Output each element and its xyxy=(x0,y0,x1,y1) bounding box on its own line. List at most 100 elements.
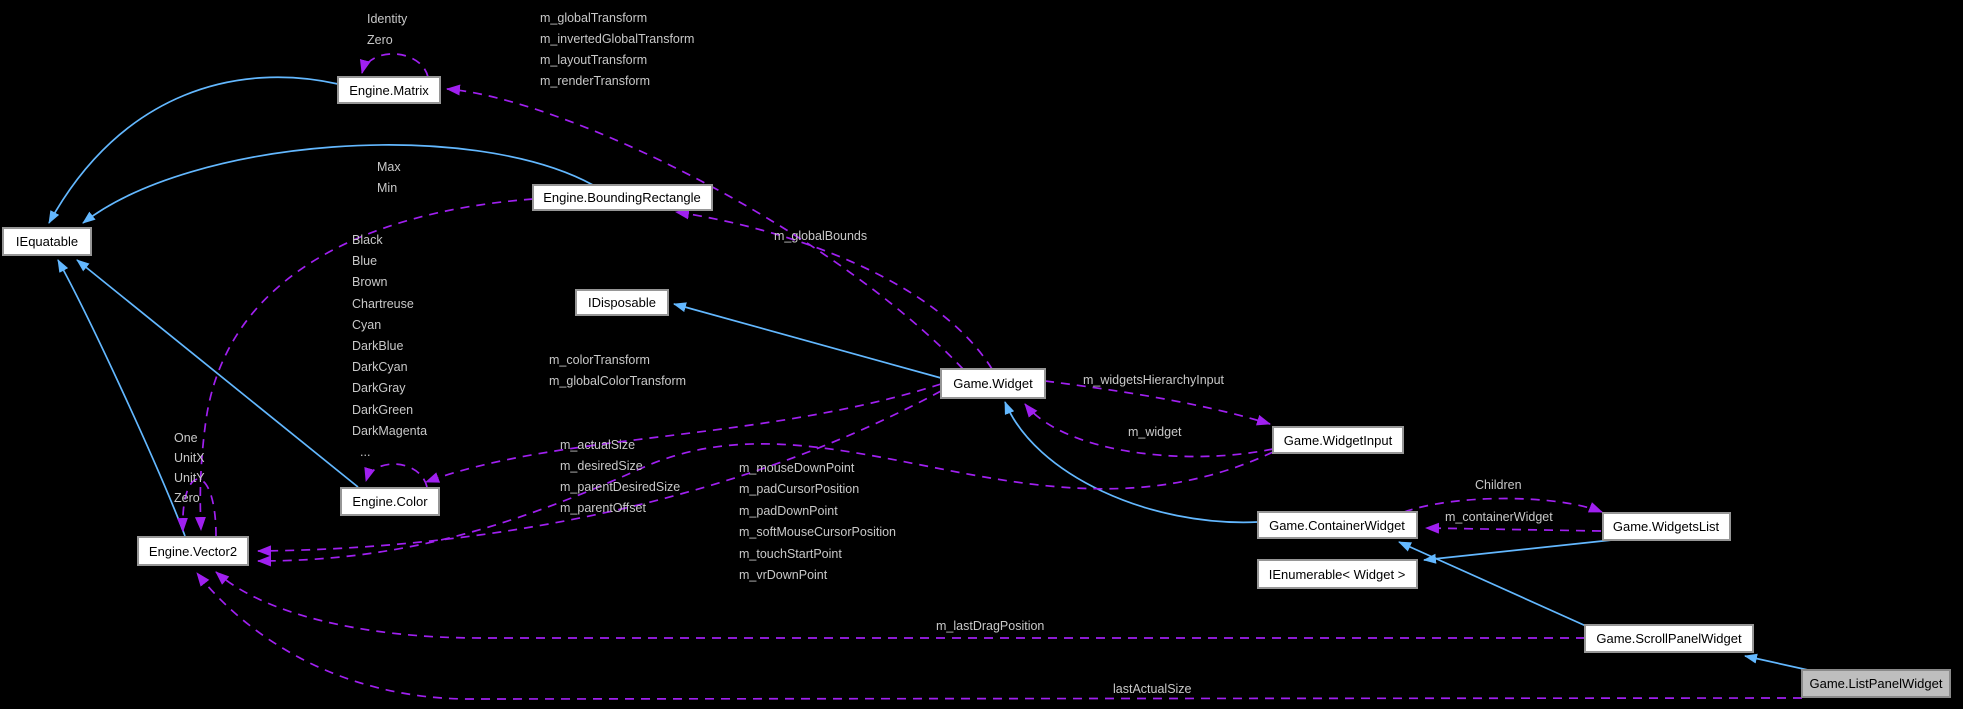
edge-label-darkblue: DarkBlue xyxy=(352,339,403,353)
edge-label-darkgreen: DarkGreen xyxy=(352,403,413,417)
edge-widgetslist-to-ienumerable xyxy=(1423,539,1613,564)
edge-widget-to-vector2 xyxy=(257,390,942,557)
edge-color-to-iequatable xyxy=(76,259,359,488)
node-engine-color[interactable]: Engine.Color xyxy=(340,487,440,516)
edge-containerwidget-to-widgetslist xyxy=(1403,497,1603,513)
edge-label-widget-to-matrix: m_globalTransform m_invertedGlobalTransf… xyxy=(540,11,694,88)
node-label-idisposable: IDisposable xyxy=(588,295,656,310)
edge-label-m-vrdownpoint: m_vrDownPoint xyxy=(739,568,828,582)
edge-label-m-containerwidget: m_containerWidget xyxy=(1445,510,1553,524)
edge-label-m-touchstartpoint: m_touchStartPoint xyxy=(739,547,842,561)
edge-widgetinput-to-vector2 xyxy=(257,443,1274,567)
edge-label-m-desiredsize: m_desiredSize xyxy=(560,459,643,473)
edge-label-widget-to-vector: m_actualSize m_desiredSize m_parentDesir… xyxy=(560,438,680,515)
edge-label-unity: UnitY xyxy=(174,471,205,485)
edge-label-m-widget: m_widget xyxy=(1128,425,1182,439)
edge-label-m-softmousecursorposition: m_softMouseCursorPosition xyxy=(739,525,896,539)
edge-widgetslist-to-containerwidget xyxy=(1425,522,1602,534)
edge-label-max: Max xyxy=(377,160,401,174)
edge-label-darkmagenta: DarkMagenta xyxy=(352,424,427,438)
edge-label-chartreuse: Chartreuse xyxy=(352,297,414,311)
edge-label-blue: Blue xyxy=(352,254,377,268)
edge-label-m-lastdragposition: m_lastDragPosition xyxy=(936,619,1044,633)
node-label-engine-boundingrectangle: Engine.BoundingRectangle xyxy=(543,190,701,205)
edge-containerwidget-to-widget xyxy=(1004,401,1259,524)
edge-matrix-to-iequatable xyxy=(48,76,339,224)
edge-label-cyan: Cyan xyxy=(352,318,381,332)
edge-label-unitx: UnitX xyxy=(174,451,205,465)
edge-label-zero-vector: Zero xyxy=(174,491,200,505)
node-label-ienumerable-widget: IEnumerable< Widget > xyxy=(1269,567,1406,582)
edge-label-m-invertedglobaltransform: m_invertedGlobalTransform xyxy=(540,32,694,46)
edge-label-m-actualsize: m_actualSize xyxy=(560,438,635,452)
edge-label-widget-to-color: m_colorTransform m_globalColorTransform xyxy=(549,353,686,388)
edge-label-brown: Brown xyxy=(352,275,387,289)
edge-label-darkgray: DarkGray xyxy=(352,381,406,395)
node-ienumerable-widget[interactable]: IEnumerable< Widget > xyxy=(1257,559,1418,589)
edge-label-m-parentoffset: m_parentOffset xyxy=(560,501,646,515)
edge-label-lastactualsize: lastActualSize xyxy=(1113,682,1192,696)
node-engine-boundingrectangle[interactable]: Engine.BoundingRectangle xyxy=(532,184,713,211)
edge-label-m-parentdesiredsize: m_parentDesiredSize xyxy=(560,480,680,494)
edge-scrollpanel-to-containerwidget xyxy=(1398,541,1587,627)
node-label-engine-color: Engine.Color xyxy=(352,494,428,509)
edge-widget-to-idisposable xyxy=(673,302,942,379)
edge-label-identity: Identity xyxy=(367,12,408,26)
edge-label-darkcyan: DarkCyan xyxy=(352,360,408,374)
edge-label-zero: Zero xyxy=(367,33,393,47)
edge-vector2-self-loop xyxy=(176,478,217,537)
edge-label-m-globalcolortransform: m_globalColorTransform xyxy=(549,374,686,388)
edge-boundingrectangle-to-iequatable xyxy=(82,144,594,224)
edge-matrix-self-loop xyxy=(359,53,429,78)
edge-label-color-self: Black Blue Brown Chartreuse Cyan DarkBlu… xyxy=(352,233,427,459)
edge-label-matrix-self: Identity Zero xyxy=(367,12,408,47)
edge-widgetinput-to-widget xyxy=(1024,403,1274,458)
edge-label-min: Min xyxy=(377,181,397,195)
edge-label-widgetinput-to-vector: m_mouseDownPoint m_padCursorPosition m_p… xyxy=(739,461,896,582)
edge-label-ellipsis: ... xyxy=(360,445,370,459)
edge-widget-to-widgetinput xyxy=(1044,380,1271,426)
edge-label-m-layouttransform: m_layoutTransform xyxy=(540,53,647,67)
edge-label-m-padcursorposition: m_padCursorPosition xyxy=(739,482,859,496)
edge-label-m-globaltransform: m_globalTransform xyxy=(540,11,647,25)
node-game-scrollpanelwidget[interactable]: Game.ScrollPanelWidget xyxy=(1584,624,1754,653)
inheritance-edges xyxy=(48,76,1809,671)
edge-label-vector-self: One UnitX UnitY Zero xyxy=(174,431,205,505)
node-game-listpanelwidget[interactable]: Game.ListPanelWidget xyxy=(1801,669,1951,698)
node-label-game-widgetslist: Game.WidgetsList xyxy=(1613,519,1720,534)
node-game-widgetinput[interactable]: Game.WidgetInput xyxy=(1272,426,1404,454)
node-label-iequatable: IEquatable xyxy=(16,234,78,249)
node-iequatable[interactable]: IEquatable xyxy=(2,227,92,256)
node-engine-matrix[interactable]: Engine.Matrix xyxy=(337,76,441,104)
edge-label-black: Black xyxy=(352,233,383,247)
node-label-engine-matrix: Engine.Matrix xyxy=(349,83,429,98)
edge-label-br-to-vector: Max Min xyxy=(377,160,401,195)
edge-boundingrectangle-to-vector2 xyxy=(194,198,534,531)
edge-label-one: One xyxy=(174,431,198,445)
node-label-game-widgetinput: Game.WidgetInput xyxy=(1284,433,1393,448)
edge-label-m-rendertransform: m_renderTransform xyxy=(540,74,650,88)
edge-label-m-colortransform: m_colorTransform xyxy=(549,353,650,367)
node-label-game-scrollpanelwidget: Game.ScrollPanelWidget xyxy=(1596,631,1742,646)
edge-label-m-widgetshierarchyinput: m_widgetsHierarchyInput xyxy=(1083,373,1225,387)
node-label-game-containerwidget: Game.ContainerWidget xyxy=(1269,518,1405,533)
node-game-widget[interactable]: Game.Widget xyxy=(940,368,1046,399)
edge-widget-to-matrix xyxy=(446,84,964,370)
node-game-widgetslist[interactable]: Game.WidgetsList xyxy=(1602,512,1731,541)
edge-label-children: Children xyxy=(1475,478,1522,492)
node-label-engine-vector2: Engine.Vector2 xyxy=(149,544,237,559)
edge-label-m-paddownpoint: m_padDownPoint xyxy=(739,504,838,518)
node-idisposable[interactable]: IDisposable xyxy=(575,289,669,316)
edge-vector2-to-iequatable xyxy=(57,259,186,537)
node-label-game-listpanelwidget: Game.ListPanelWidget xyxy=(1810,676,1943,691)
edge-listpanel-to-scrollpanel xyxy=(1744,653,1809,671)
node-game-containerwidget[interactable]: Game.ContainerWidget xyxy=(1257,511,1418,539)
edge-label-m-mousedownpoint: m_mouseDownPoint xyxy=(739,461,855,475)
edge-color-self-loop xyxy=(364,463,428,488)
edge-label-m-globalbounds: m_globalBounds xyxy=(774,229,867,243)
usage-edges xyxy=(176,53,1803,700)
edge-listpanel-to-vector2 xyxy=(196,572,1803,700)
node-engine-vector2[interactable]: Engine.Vector2 xyxy=(137,536,249,566)
edge-widget-to-color xyxy=(425,383,942,483)
